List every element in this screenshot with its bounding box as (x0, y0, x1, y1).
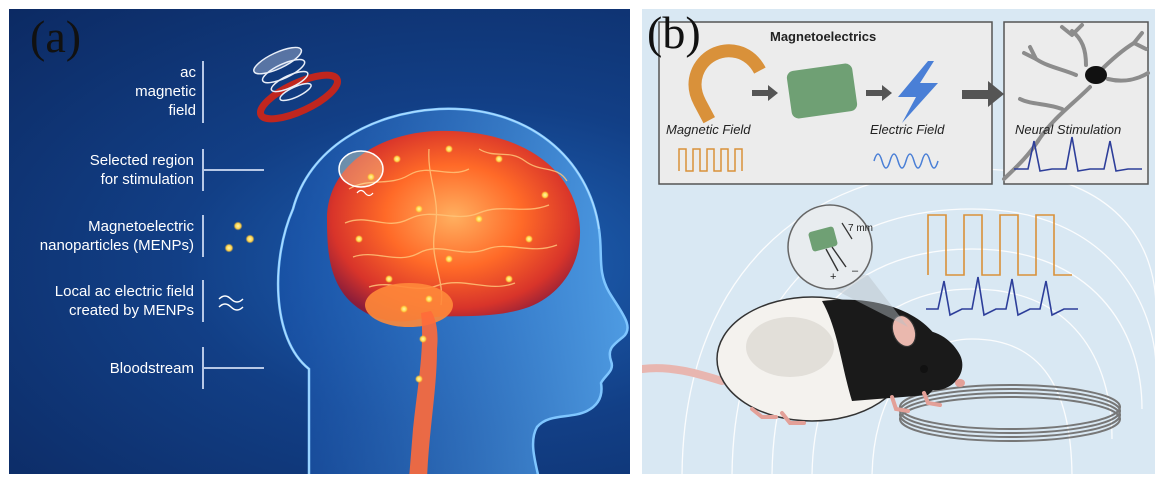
menp-dots-icon (225, 222, 255, 253)
coil-icon (240, 34, 343, 128)
spike-wave-large (926, 277, 1078, 315)
panel-b-rat-illustration: Magnetoelectrics Magnetic Field Electric… (642, 9, 1155, 474)
legend-divider-3 (202, 215, 204, 257)
legend-bloodstream: Bloodstream (110, 359, 194, 378)
rat-stimulation-graphic (642, 9, 1155, 474)
neuron-nucleus (1085, 66, 1107, 84)
legend-menps: Magnetoelectric nanoparticles (MENPs) (40, 217, 194, 255)
legend-pointer-5 (204, 367, 264, 369)
floor-coil-icon (900, 385, 1120, 441)
minus-terminal-label: – (852, 265, 858, 277)
panel-a-label: (a) (30, 14, 81, 60)
legend-selected-region: Selected region for stimulation (90, 151, 194, 189)
electric-field-label: Electric Field (870, 122, 944, 137)
legend-divider-1 (202, 61, 204, 123)
device-size-label: 7 mm (848, 223, 873, 234)
legend-pointer-2 (204, 169, 264, 171)
magnetic-field-label: Magnetic Field (666, 122, 751, 137)
selected-region-marker (339, 151, 383, 187)
ac-wave-legend-icon (219, 296, 243, 310)
legend-local-field: Local ac electric field created by MENPs (55, 282, 194, 320)
legend-ac-field: ac magnetic field (135, 63, 196, 120)
cerebellum (365, 283, 453, 327)
panel-a-brain-illustration: ac magnetic field Selected region for st… (9, 9, 630, 474)
plus-terminal-label: + (830, 271, 836, 283)
device-block-icon (786, 63, 858, 120)
panel-b-label: (b) (647, 10, 701, 56)
legend-divider-4 (202, 280, 204, 322)
magnetoelectrics-title: Magnetoelectrics (770, 29, 876, 44)
neural-stimulation-label: Neural Stimulation (1015, 122, 1121, 137)
square-wave-large (928, 215, 1072, 275)
